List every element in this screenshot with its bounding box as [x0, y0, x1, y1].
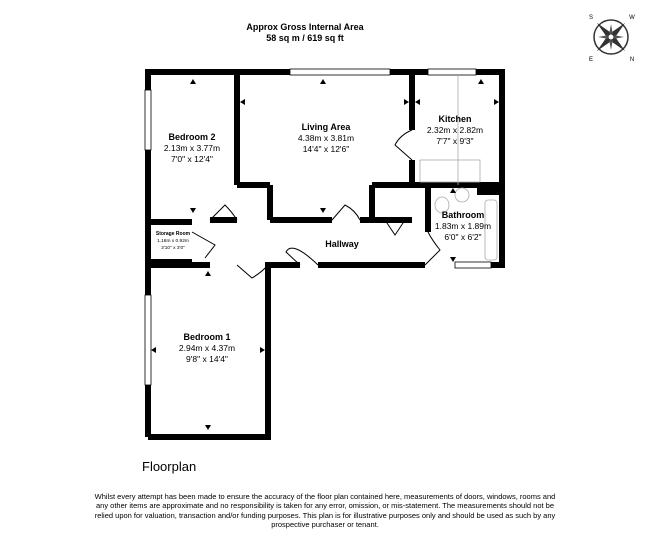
- compass-s: S: [589, 15, 593, 21]
- room-imperial: 7'7" x 9'3": [436, 136, 473, 146]
- room-imperial: 9'8" x 14'4": [186, 354, 228, 364]
- boiler: [477, 185, 499, 195]
- area-title: Approx Gross Internal Area: [246, 22, 364, 32]
- room-kitchen: Kitchen 2.32m x 2.82m 7'7" x 9'3": [427, 114, 483, 146]
- fixtures: [419, 75, 498, 261]
- floorplan-caption: Floorplan: [142, 459, 197, 474]
- room-metric: 1.18m x 0.92m: [157, 238, 189, 244]
- room-metric: 2.13m x 3.77m: [164, 143, 220, 153]
- room-name: Bedroom 2: [168, 132, 215, 142]
- room-living: Living Area 4.38m x 3.81m 14'4" x 12'6": [298, 122, 354, 154]
- windows: [144, 68, 492, 386]
- room-hallway: Hallway: [325, 239, 359, 249]
- dimension-arrows: [151, 79, 499, 430]
- room-metric: 1.83m x 1.89m: [435, 221, 491, 231]
- room-bedroom2: Bedroom 2 2.13m x 3.77m 7'0" x 12'4": [164, 132, 220, 164]
- room-storage: Storage Room 1.18m x 0.92m 3'10" x 3'0": [156, 231, 191, 251]
- room-name: Bedroom 1: [183, 332, 230, 342]
- room-name: Storage Room: [156, 231, 191, 237]
- area-header: Approx Gross Internal Area 58 sq m / 619…: [0, 22, 650, 44]
- room-bathroom: Bathroom 1.83m x 1.89m 6'0" x 6'2": [435, 210, 491, 242]
- doors: [191, 129, 441, 279]
- room-imperial: 3'10" x 3'0": [161, 245, 185, 251]
- room-metric: 4.38m x 3.81m: [298, 133, 354, 143]
- room-name: Living Area: [302, 122, 352, 132]
- compass-n: N: [630, 57, 634, 63]
- room-imperial: 6'0" x 6'2": [444, 232, 481, 242]
- room-name: Bathroom: [442, 210, 485, 220]
- room-metric: 2.32m x 2.82m: [427, 125, 483, 135]
- compass-w: W: [629, 15, 635, 21]
- compass-rose-icon: S W N E: [589, 15, 635, 63]
- room-imperial: 7'0" x 12'4": [171, 154, 213, 164]
- walls: [145, 69, 505, 440]
- disclaimer: Whilst every attempt has been made to en…: [94, 492, 556, 529]
- room-bedroom1: Bedroom 1 2.94m x 4.37m 9'8" x 14'4": [179, 332, 235, 364]
- room-imperial: 14'4" x 12'6": [303, 144, 350, 154]
- compass-e: E: [589, 57, 593, 63]
- room-metric: 2.94m x 4.37m: [179, 343, 235, 353]
- room-name: Kitchen: [438, 114, 471, 124]
- area-value: 58 sq m / 619 sq ft: [266, 33, 344, 43]
